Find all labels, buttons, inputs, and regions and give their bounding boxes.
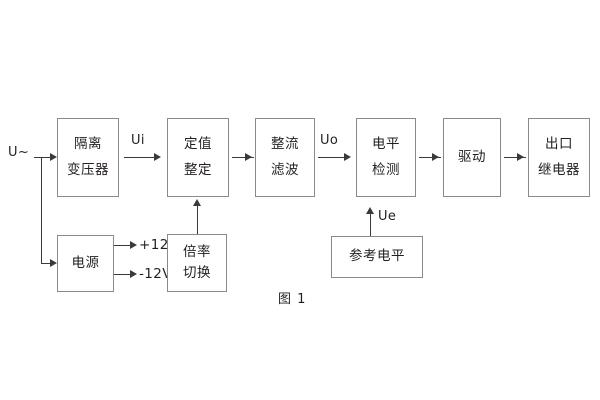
block-rectifier-filter-line2: 滤波	[271, 161, 299, 178]
input-to-transformer-arrow-icon	[50, 152, 57, 161]
transformer-to-setpoint-line	[124, 157, 156, 158]
block-output-relay-line1: 出口	[545, 135, 573, 152]
input-bus-vertical-line	[41, 157, 42, 263]
rail-negative-line	[114, 274, 132, 275]
block-multiplier-switch-line1: 倍率	[183, 244, 211, 261]
rail-negative-arrow-icon	[130, 269, 137, 278]
input-to-power-supply-line	[41, 263, 52, 264]
block-isolation-transformer-line2: 变压器	[67, 161, 109, 178]
block-reference-level-line1: 参考电平	[349, 248, 405, 265]
multiplier-to-setpoint-line	[197, 205, 198, 234]
block-rectifier-filter[interactable]: 整流 滤波	[255, 118, 315, 197]
reference-to-level-line	[370, 213, 371, 236]
signal-label-ue: Ue	[378, 209, 397, 224]
transformer-to-setpoint-arrow-icon	[154, 152, 161, 161]
reference-to-level-arrow-icon	[365, 207, 374, 214]
input-to-power-supply-arrow-icon	[50, 258, 57, 267]
block-reference-level[interactable]: 参考电平	[331, 236, 423, 278]
input-lead-line	[34, 157, 42, 158]
setpoint-to-rectifier-line	[232, 157, 254, 158]
rectifier-to-level-line	[318, 157, 346, 158]
block-isolation-transformer[interactable]: 隔离 变压器	[57, 118, 119, 197]
driver-to-relay-arrow-icon	[517, 152, 524, 161]
rail-negative-label: -12V	[139, 266, 172, 282]
figure-caption: 图 1	[278, 292, 307, 307]
input-to-transformer-line	[41, 157, 52, 158]
multiplier-to-setpoint-arrow-icon	[192, 199, 201, 206]
driver-to-relay-line	[504, 157, 526, 158]
level-to-driver-arrow-icon	[432, 152, 439, 161]
signal-label-uo: Uo	[320, 133, 339, 148]
input-source-label: U~	[8, 145, 30, 160]
block-driver-line1: 驱动	[458, 148, 486, 165]
block-rectifier-filter-line1: 整流	[271, 135, 299, 152]
rectifier-to-level-arrow-icon	[344, 152, 351, 161]
block-multiplier-switch-line2: 切换	[183, 265, 211, 281]
block-setpoint-setting-line1: 定值	[184, 135, 212, 152]
block-output-relay-line2: 继电器	[538, 161, 580, 178]
block-isolation-transformer-line1: 隔离	[74, 135, 102, 152]
block-level-detection-line1: 电平	[372, 135, 400, 152]
block-driver[interactable]: 驱动	[443, 118, 501, 197]
level-to-driver-line	[419, 157, 441, 158]
rail-positive-arrow-icon	[130, 240, 137, 249]
rail-positive-line	[114, 245, 132, 246]
block-multiplier-switch[interactable]: 倍率 切换	[167, 234, 227, 292]
block-setpoint-setting[interactable]: 定值 整定	[167, 118, 229, 197]
block-setpoint-setting-line2: 整定	[184, 161, 212, 178]
block-power-supply-line1: 电源	[71, 254, 100, 271]
setpoint-to-rectifier-arrow-icon	[245, 152, 252, 161]
block-level-detection[interactable]: 电平 检测	[356, 118, 416, 197]
block-level-detection-line2: 检测	[372, 161, 400, 178]
block-output-relay[interactable]: 出口 继电器	[528, 118, 590, 197]
block-power-supply[interactable]: 电源	[57, 235, 114, 292]
signal-label-ui: Ui	[131, 133, 145, 148]
